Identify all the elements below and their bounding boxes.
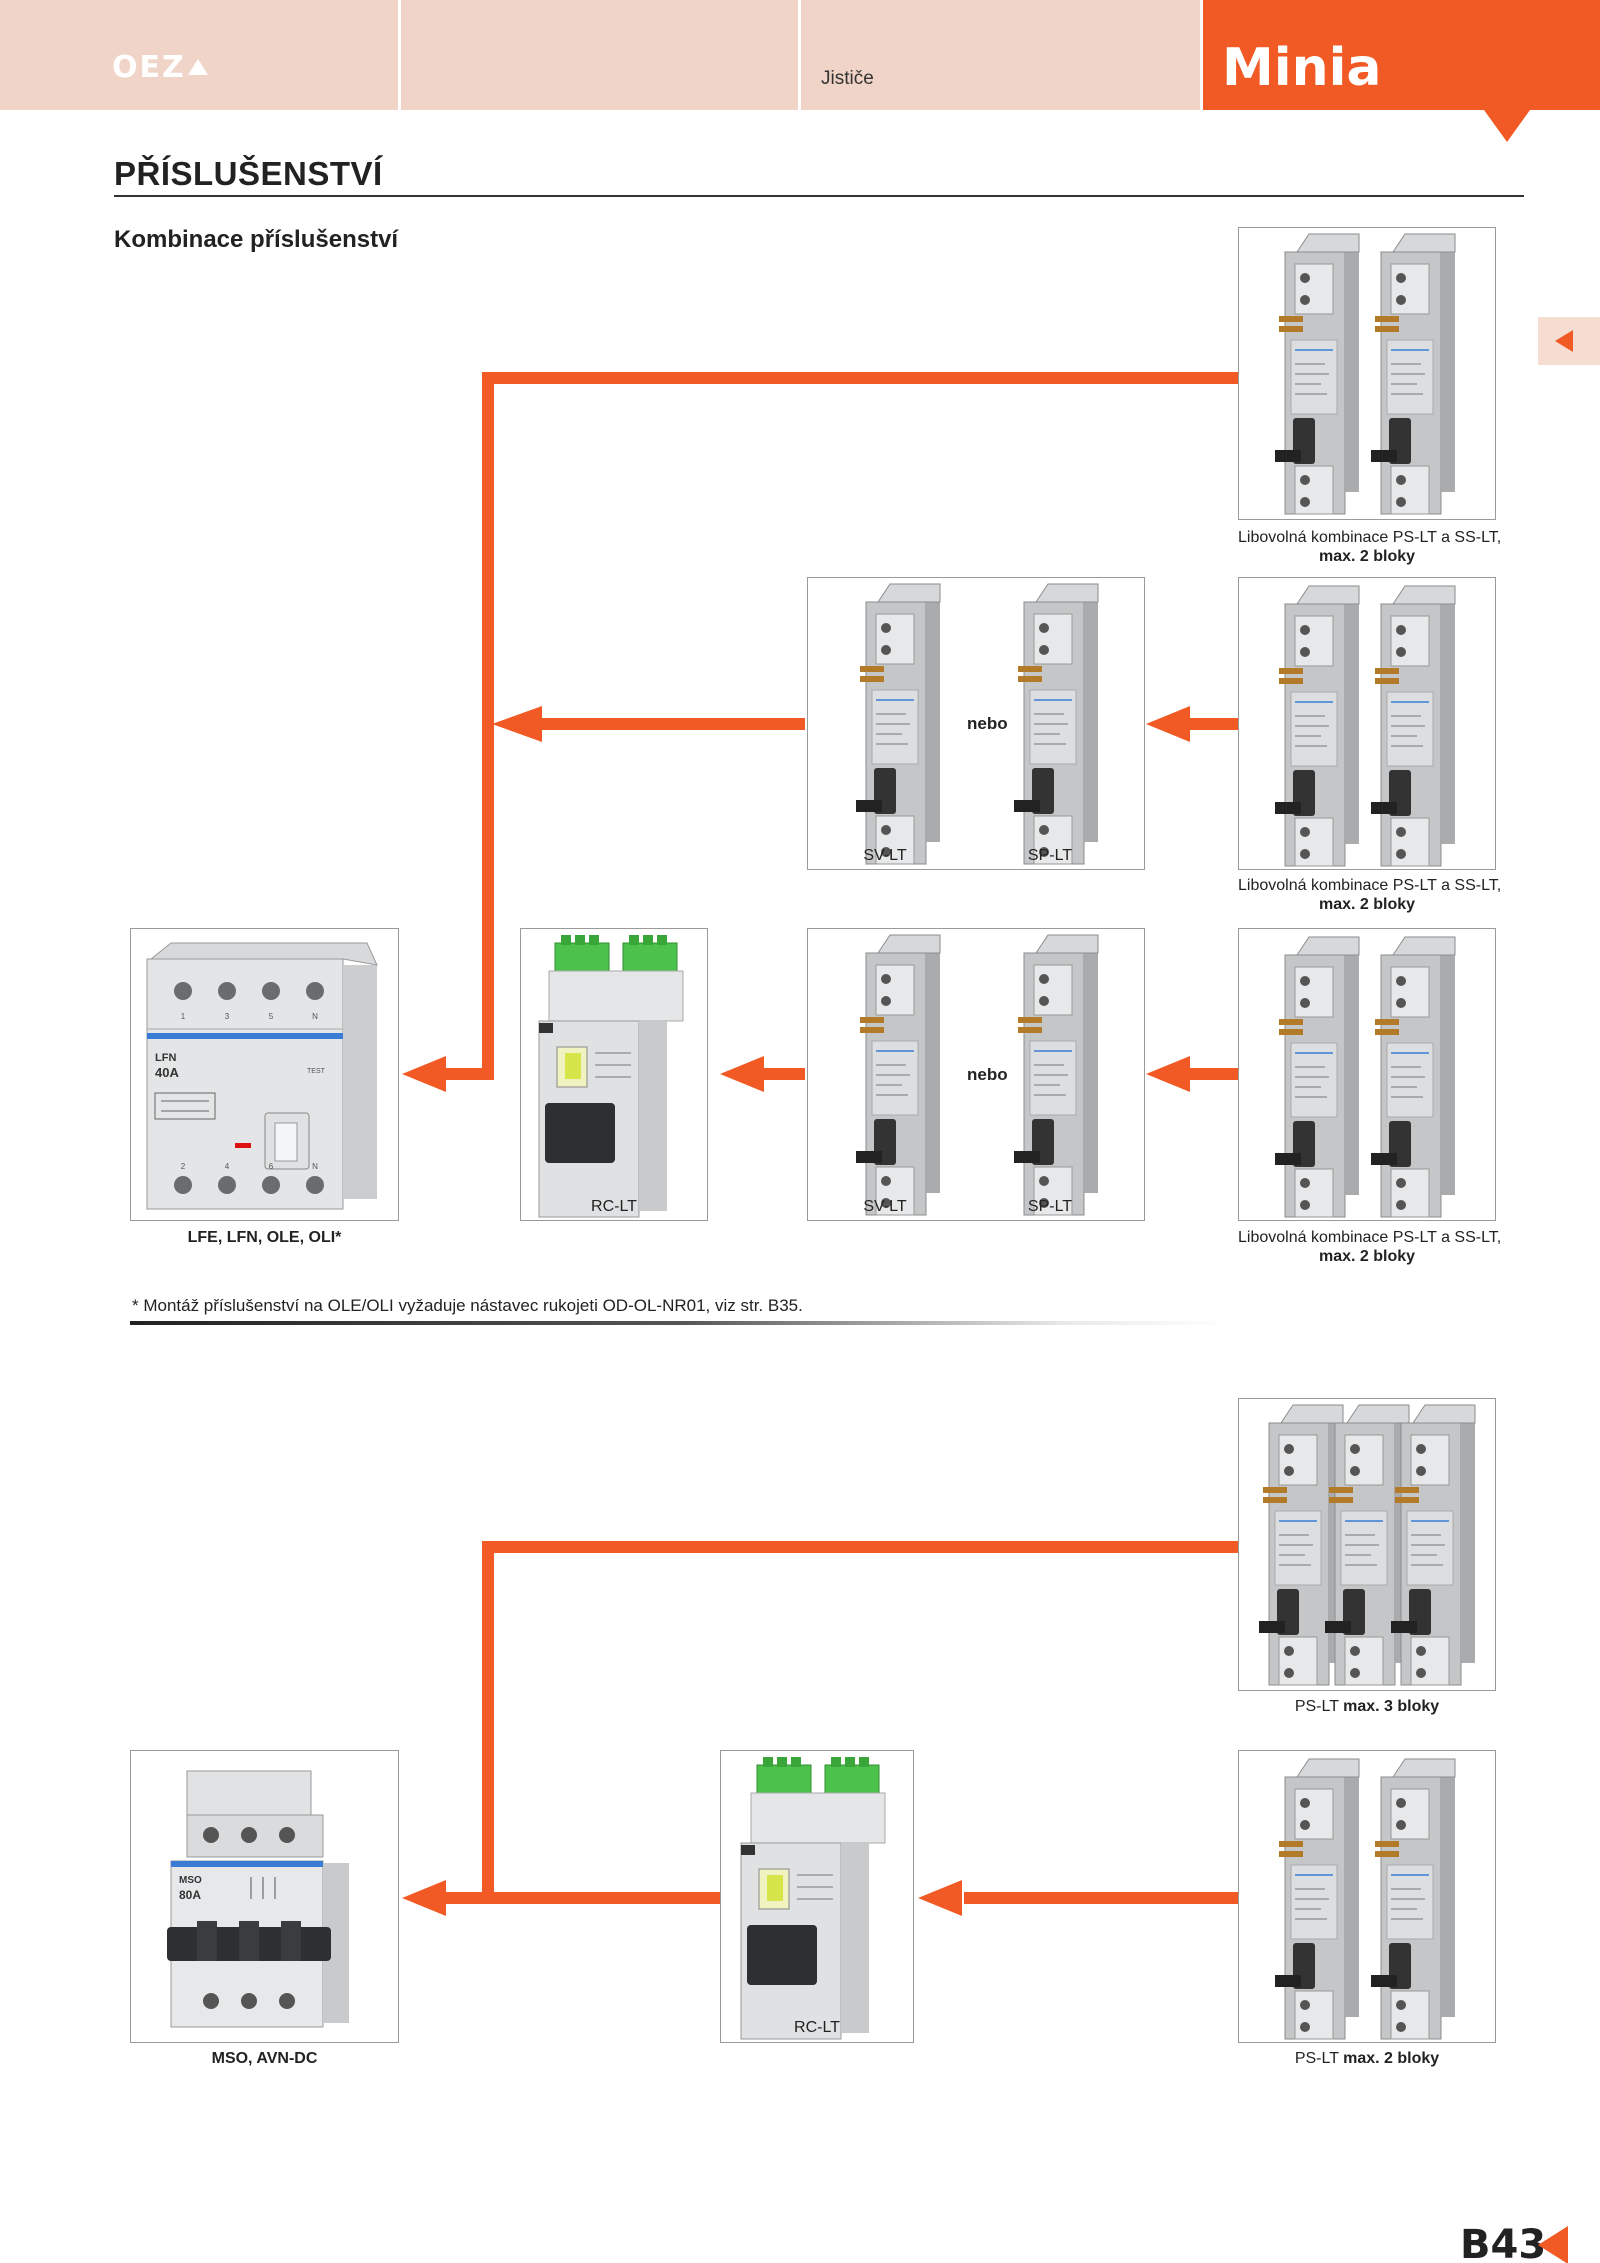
product-box-rc-lt-top [520, 928, 708, 1221]
ps-lt-2-caption: PS-LT max. 2 bloky [1294, 2050, 1440, 2067]
page-title: PŘÍSLUŠENSTVÍ [114, 155, 383, 192]
product-box-ps-lt-2 [1238, 1750, 1496, 2043]
mso-rating: 80A [179, 1888, 201, 1902]
sp-lt-label-1: SP-LT [1027, 847, 1073, 864]
footnote-divider [130, 1321, 1230, 1325]
main-device-label-top: LFE, LFN, OLE, OLI* [187, 1229, 342, 1246]
page-number: B43 [1460, 2222, 1547, 2263]
product-box-combo-2 [1238, 577, 1496, 870]
arrow-left-icon [1146, 706, 1190, 742]
product-box-rc-lt-bottom [720, 1750, 914, 2043]
arrow-left-icon [492, 706, 542, 742]
triangle-left-icon[interactable] [1555, 330, 1573, 352]
terminal-top-4: N [312, 1012, 318, 1021]
terminal-bottom-2: 4 [225, 1162, 230, 1171]
arrow-left-icon [918, 1880, 962, 1916]
rc-lt-label-top: RC-LT [591, 1198, 637, 1215]
brand-notch-icon [1484, 110, 1530, 142]
oez-logo: OEZ [112, 50, 208, 85]
arrow-left-icon [402, 1880, 446, 1916]
arrow-left-icon [402, 1056, 446, 1092]
terminal-top-1: 1 [181, 1012, 186, 1021]
or-label-2: nebo [967, 1065, 1008, 1084]
terminal-bottom-1: 2 [181, 1162, 186, 1171]
product-box-sv-sp-1 [807, 577, 1145, 870]
triangle-up-icon [187, 59, 208, 75]
terminal-top-3: 5 [269, 1012, 274, 1021]
header-segment-logo [0, 0, 398, 110]
mso-model: MSO [179, 1875, 202, 1886]
ps-lt-3-caption: PS-LT max. 3 bloky [1294, 1698, 1440, 1715]
terminal-top-2: 3 [225, 1012, 230, 1021]
footnote: * Montáž příslušenství na OLE/OLI vyžadu… [132, 1296, 803, 1315]
product-box-combo-1 [1238, 227, 1496, 520]
combo-caption-3: Libovolná kombinace PS-LT a SS-LT, max. … [1238, 1229, 1502, 1265]
page-subtitle: Kombinace příslušenství [114, 226, 399, 253]
main-device-label-bottom: MSO, AVN-DC [211, 2050, 318, 2067]
product-box-sv-sp-2 [807, 928, 1145, 1221]
header-category: Jističe [821, 68, 874, 89]
sv-lt-label-2: SV-LT [863, 1198, 907, 1215]
terminal-bottom-3: 6 [269, 1162, 274, 1171]
or-label-1: nebo [967, 714, 1008, 733]
combo-caption-2: Libovolná kombinace PS-LT a SS-LT, max. … [1238, 877, 1502, 913]
header-brand: Minia [1222, 38, 1382, 98]
sv-lt-label-1: SV-LT [863, 847, 907, 864]
rc-lt-label-bottom: RC-LT [794, 2019, 840, 2036]
terminal-bottom-4: N [312, 1162, 318, 1171]
main-device-model: LFN [155, 1052, 176, 1064]
triangle-left-icon [1538, 2226, 1568, 2263]
sp-lt-label-2: SP-LT [1027, 1198, 1073, 1215]
header-segment-blank [401, 0, 798, 110]
combo-caption-1: Libovolná kombinace PS-LT a SS-LT, max. … [1238, 529, 1502, 565]
product-box-main-lfn: 1 3 5 N LFN 40A TEST 2 4 6 N [130, 928, 399, 1221]
product-box-combo-3 [1238, 928, 1496, 1221]
main-device-rating: 40A [155, 1065, 179, 1080]
test-button-label: TEST [307, 1068, 326, 1075]
arrow-left-icon [1146, 1056, 1190, 1092]
product-box-main-mso: MSO 80A [130, 1750, 399, 2043]
product-box-ps-lt-3 [1238, 1398, 1496, 1691]
header-segment-category [801, 0, 1200, 110]
arrow-left-icon [720, 1056, 764, 1092]
title-divider [114, 195, 1524, 197]
header-segment-brand [1203, 0, 1600, 110]
